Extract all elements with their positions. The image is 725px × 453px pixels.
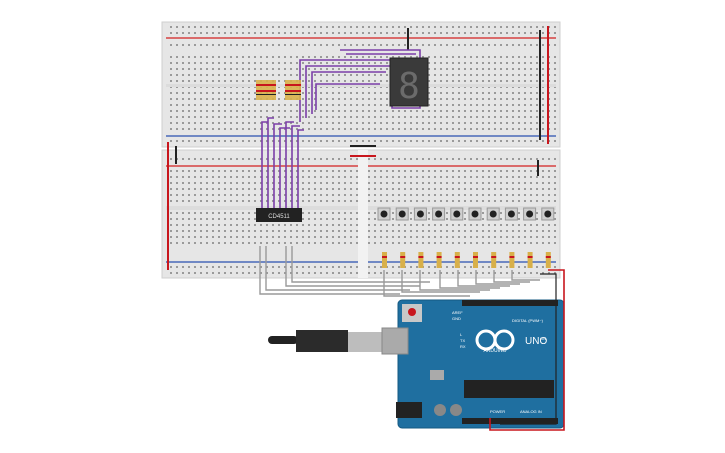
ic-label: CD4511 bbox=[268, 214, 290, 220]
resistor[interactable] bbox=[527, 252, 533, 268]
arduino-tx-label: TX bbox=[460, 338, 465, 343]
resistor[interactable] bbox=[400, 252, 406, 268]
push-button-cap[interactable] bbox=[489, 210, 497, 218]
arduino-brand: ARDUINO bbox=[483, 348, 506, 354]
push-button-cap[interactable] bbox=[380, 210, 388, 218]
resistor-band bbox=[509, 256, 515, 258]
resistor-band bbox=[527, 256, 533, 258]
push-button-cap[interactable] bbox=[471, 210, 479, 218]
ic-chip[interactable]: CD4511 bbox=[256, 208, 302, 222]
arduino-aref-label: AREF bbox=[452, 310, 463, 315]
resistor-band bbox=[491, 256, 497, 258]
push-button-cap[interactable] bbox=[435, 210, 443, 218]
arduino-l-label: L bbox=[460, 332, 463, 337]
arduino-model: UNO bbox=[525, 336, 547, 347]
arduino-power-label: POWER bbox=[490, 409, 505, 414]
resistor[interactable] bbox=[418, 252, 424, 268]
seven-segment-display[interactable]: 8 bbox=[389, 57, 429, 107]
breadboard-top[interactable] bbox=[161, 21, 561, 148]
display-digit: 8 bbox=[398, 66, 420, 107]
resistor-band bbox=[382, 256, 387, 258]
push-button-cap[interactable] bbox=[398, 210, 406, 218]
bottom-resistors[interactable] bbox=[382, 252, 551, 268]
gray-wires[interactable] bbox=[259, 246, 540, 297]
resistor[interactable] bbox=[382, 252, 387, 268]
resistor-band bbox=[454, 256, 460, 258]
usb-cable[interactable] bbox=[268, 330, 400, 352]
purple-wires[interactable] bbox=[261, 49, 421, 208]
push-button-cap[interactable] bbox=[453, 210, 461, 218]
resistor[interactable] bbox=[454, 252, 460, 268]
power-wires[interactable] bbox=[167, 26, 549, 270]
resistor[interactable] bbox=[545, 252, 551, 268]
arduino-uno[interactable]: ARDUINO UNO DIGITAL (PWM~) POWER ANALOG … bbox=[381, 299, 565, 429]
arduino-analog-label: ANALOG IN bbox=[520, 409, 542, 414]
resistor-band bbox=[418, 256, 424, 258]
arduino-rx-label: RX bbox=[460, 344, 466, 349]
resistor[interactable] bbox=[436, 252, 442, 268]
arduino-gnd-label: GND bbox=[452, 316, 461, 321]
push-button-cap[interactable] bbox=[507, 210, 515, 218]
push-button-cap[interactable] bbox=[526, 210, 534, 218]
resistor-band bbox=[436, 256, 442, 258]
push-button-cap[interactable] bbox=[416, 210, 424, 218]
resistor-array-left[interactable] bbox=[256, 80, 276, 100]
resistor-band bbox=[545, 256, 551, 258]
resistor-band bbox=[400, 256, 406, 258]
black-wire-arduino[interactable] bbox=[500, 273, 557, 425]
resistor-band bbox=[473, 256, 478, 258]
arduino-on-label: ON bbox=[540, 336, 546, 341]
red-wire-arduino[interactable] bbox=[489, 269, 565, 431]
resistor-array-right[interactable] bbox=[285, 80, 301, 100]
push-buttons[interactable] bbox=[377, 207, 555, 221]
resistor[interactable] bbox=[491, 252, 497, 268]
push-button-cap[interactable] bbox=[544, 210, 552, 218]
arduino-digital-label: DIGITAL (PWM~) bbox=[512, 318, 544, 323]
resistor[interactable] bbox=[473, 252, 478, 268]
breadboard-bottom[interactable] bbox=[161, 149, 561, 279]
resistor[interactable] bbox=[509, 252, 515, 268]
